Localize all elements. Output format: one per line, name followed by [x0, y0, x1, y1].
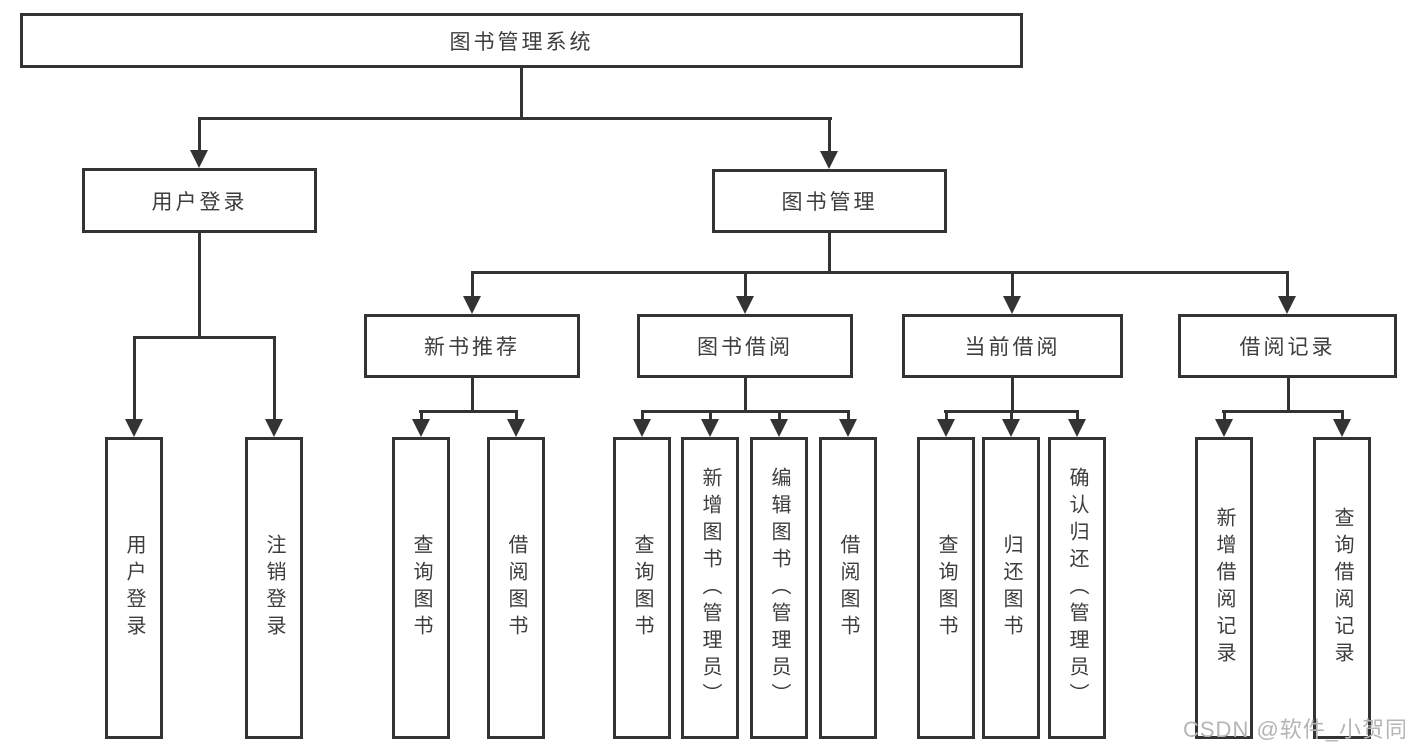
connector-drop-leaf [778, 410, 781, 423]
arrow-down-icon [701, 419, 719, 437]
node-root: 图书管理系统 [20, 13, 1023, 68]
connector-root-feed [520, 68, 523, 117]
arrow-down-icon [412, 419, 430, 437]
connector-drop-leaf [847, 410, 850, 423]
leaf-logout: 注销登录 [245, 437, 303, 739]
arrow-down-icon [463, 296, 481, 314]
node-new-book-rec: 新书推荐 [364, 314, 580, 378]
leaf-query-book-borrow: 查询图书 [613, 437, 671, 739]
arrow-down-icon [633, 419, 651, 437]
connector-rail-level1 [198, 117, 832, 120]
arrow-down-icon [507, 419, 525, 437]
leaf-add-borrow-record: 新增借阅记录 [1195, 437, 1253, 739]
connector-drop-borrow-records [1286, 271, 1289, 299]
connector-user-login-feed [198, 233, 201, 336]
connector-drop-book-borrow [744, 271, 747, 299]
arrow-down-icon [1003, 296, 1021, 314]
arrow-down-icon [265, 419, 283, 437]
node-current-borrow: 当前借阅 [902, 314, 1123, 378]
connector-drop-leaf [420, 410, 423, 423]
arrow-down-icon [736, 296, 754, 314]
arrow-down-icon [1278, 296, 1296, 314]
connector-drop-leaf-user-login [133, 336, 136, 420]
arrow-down-icon [190, 150, 208, 168]
connector-rail-borrow-records [1222, 410, 1344, 413]
connector-rail-new-book-rec [419, 410, 518, 413]
arrow-down-icon [1068, 419, 1086, 437]
connector-drop-leaf-logout [273, 336, 276, 420]
node-book-mgmt: 图书管理 [712, 169, 947, 233]
leaf-add-book: 新增图书（管理员） [681, 437, 739, 739]
arrow-down-icon [1215, 419, 1233, 437]
connector-drop-current-borrow [1011, 271, 1014, 299]
leaf-query-borrow-record: 查询借阅记录 [1313, 437, 1371, 739]
leaf-borrow-book-borrow: 借阅图书 [819, 437, 877, 739]
leaf-query-book-current: 查询图书 [917, 437, 975, 739]
connector-rail-level2 [471, 271, 1288, 274]
connector-drop-leaf [515, 410, 518, 423]
connector-drop-leaf [1076, 410, 1079, 423]
connector-drop-leaf [709, 410, 712, 423]
arrow-down-icon [937, 419, 955, 437]
arrow-down-icon [839, 419, 857, 437]
node-user-login: 用户登录 [82, 168, 317, 233]
connector-book-mgmt-feed [828, 233, 831, 271]
connector-rail-user-login [133, 336, 276, 339]
connector-borrow-records-feed [1287, 378, 1290, 410]
connector-drop-leaf [945, 410, 948, 423]
leaf-user-login: 用户登录 [105, 437, 163, 739]
arrow-down-icon [1333, 419, 1351, 437]
connector-drop-user-login [198, 117, 201, 153]
connector-book-borrow-feed [744, 378, 747, 410]
node-book-borrow: 图书借阅 [637, 314, 853, 378]
leaf-borrow-book-rec: 借阅图书 [487, 437, 545, 739]
connector-drop-leaf [641, 410, 644, 423]
arrow-down-icon [820, 151, 838, 169]
leaf-confirm-return: 确认归还（管理员） [1048, 437, 1106, 739]
watermark: CSDN @软件_小贺同学 [1183, 717, 1405, 742]
connector-drop-new-book-rec [471, 271, 474, 299]
connector-new-book-rec-feed [471, 378, 474, 410]
arrow-down-icon [770, 419, 788, 437]
connector-drop-leaf [1223, 410, 1226, 423]
arrow-down-icon [125, 419, 143, 437]
connector-current-borrow-feed [1011, 378, 1014, 410]
connector-rail-book-borrow [641, 410, 850, 413]
leaf-query-book-rec: 查询图书 [392, 437, 450, 739]
connector-drop-leaf [1010, 410, 1013, 423]
leaf-edit-book: 编辑图书（管理员） [750, 437, 808, 739]
node-borrow-records: 借阅记录 [1178, 314, 1397, 378]
connector-drop-book-mgmt [828, 117, 831, 153]
arrow-down-icon [1002, 419, 1020, 437]
leaf-return-book: 归还图书 [982, 437, 1040, 739]
connector-drop-leaf [1341, 410, 1344, 423]
